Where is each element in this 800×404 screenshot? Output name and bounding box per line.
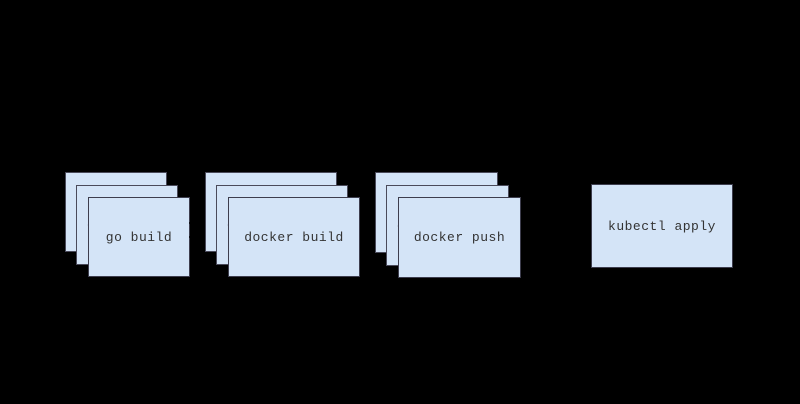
node-kubectl-apply[interactable]: kubectl apply — [591, 184, 733, 268]
node-label-docker-push: docker push — [413, 230, 506, 245]
node-card-go-build-front[interactable]: go build — [88, 197, 190, 277]
node-card-docker-push-front[interactable]: docker push — [398, 197, 521, 278]
node-label-kubectl-apply: kubectl apply — [608, 218, 716, 234]
node-label-docker-build: docker build — [244, 229, 344, 245]
node-card-docker-build-front[interactable]: docker build — [228, 197, 360, 277]
node-label-go-build: go build — [105, 229, 173, 245]
